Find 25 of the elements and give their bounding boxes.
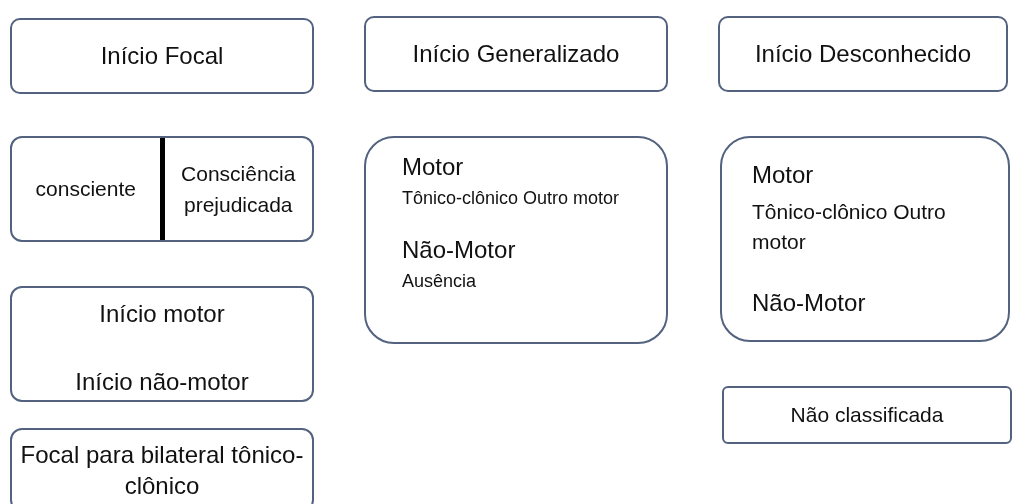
box-text: Início não-motor — [75, 368, 249, 396]
label-box — [10, 18, 314, 94]
label-box — [10, 286, 314, 402]
category-items: Tônico-clônico Outro motor — [402, 186, 621, 210]
box-text: consciente — [35, 176, 136, 203]
box-title: Início Focal — [100, 41, 224, 72]
box-text: Consciência prejudicada — [180, 160, 297, 218]
box-title: Início Desconhecido — [754, 39, 972, 70]
label-box — [10, 428, 314, 504]
category-heading: Motor — [402, 152, 465, 182]
label-box — [364, 16, 668, 92]
category-heading: Não-Motor — [752, 287, 867, 318]
box-title: Focal para bilateral tônico-clônico — [19, 439, 305, 501]
category-box — [720, 136, 1010, 342]
box-text: Início motor — [99, 300, 225, 328]
split-box — [10, 136, 314, 242]
category-items: Ausência — [402, 269, 478, 293]
box-title: Início Generalizado — [412, 39, 620, 70]
box-title: Não classificada — [790, 402, 944, 429]
label-box — [722, 386, 1012, 444]
label-box — [718, 16, 1008, 92]
category-box — [364, 136, 668, 344]
category-items: Tônico-clônico Outro motor — [752, 198, 947, 256]
category-heading: Motor — [752, 160, 815, 190]
category-heading: Não-Motor — [402, 234, 517, 265]
